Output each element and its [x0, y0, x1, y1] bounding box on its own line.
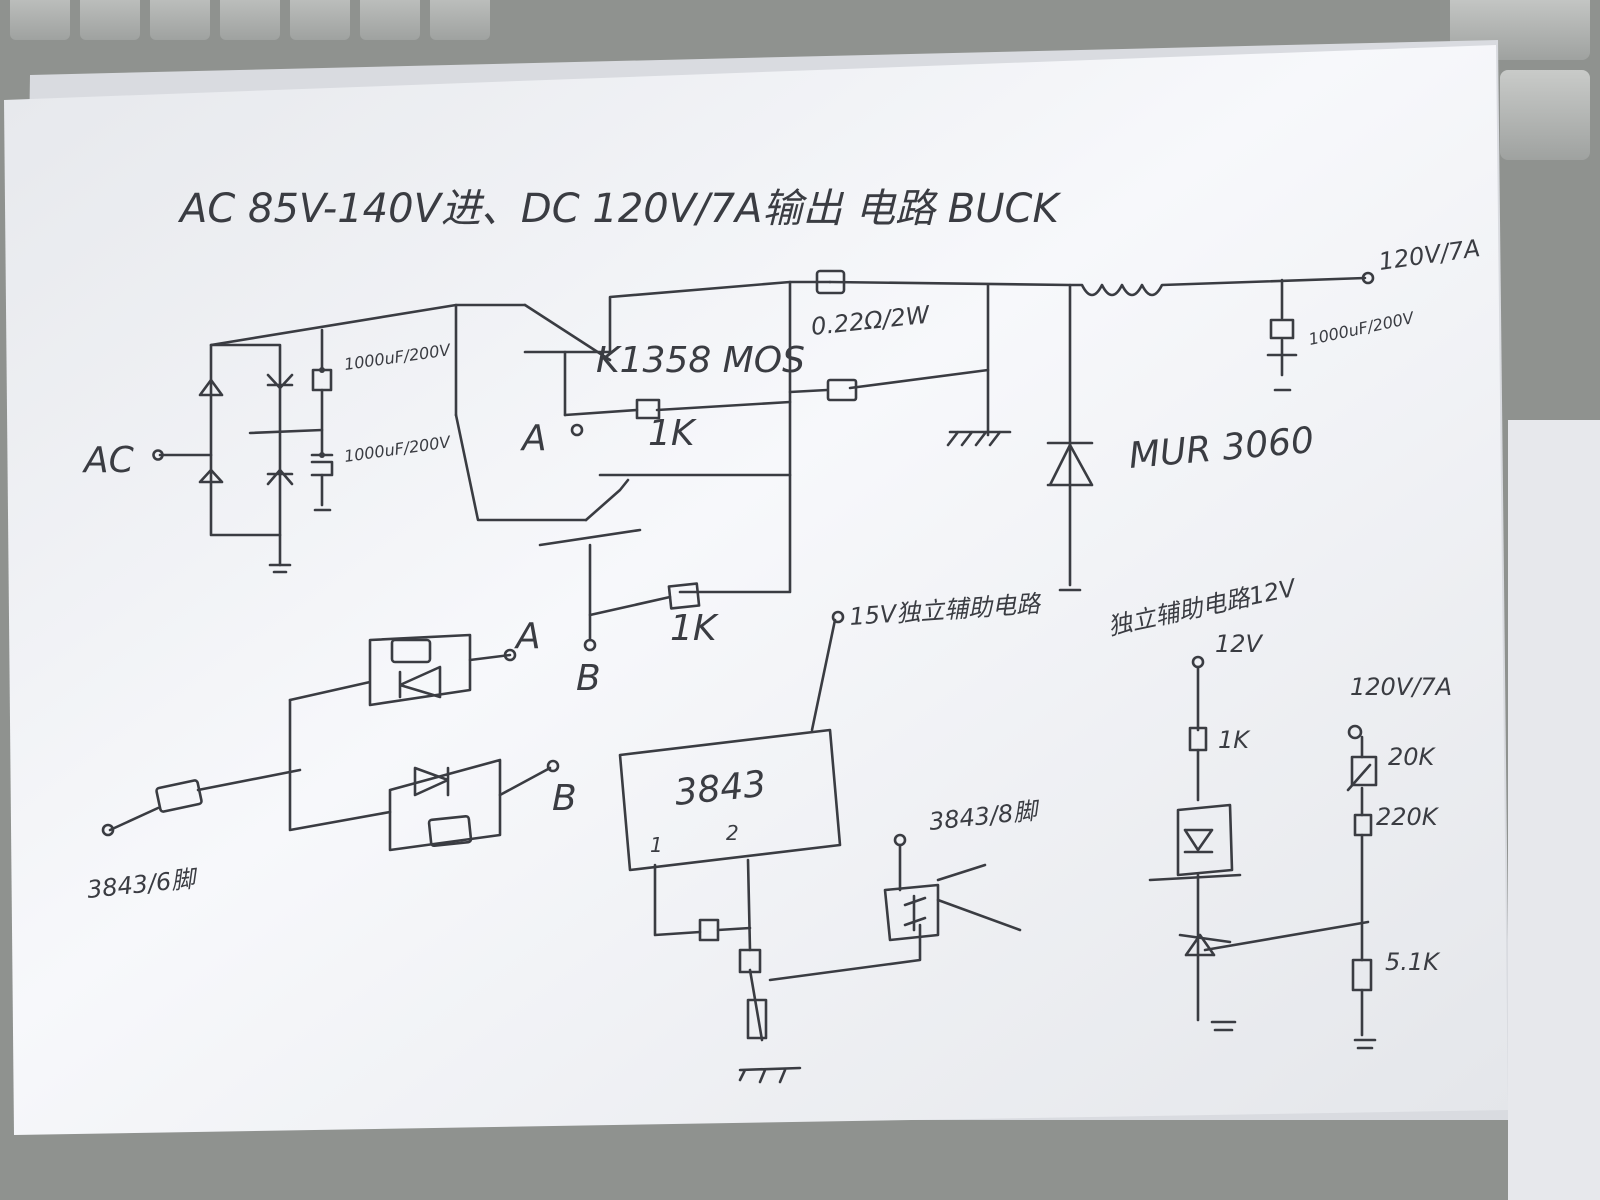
driver-diode-b-icon: [413, 766, 450, 797]
driver-a-label: A: [514, 616, 541, 657]
pot-20k-label: 20K: [1388, 743, 1437, 771]
pot-20k-icon: [1346, 755, 1378, 792]
ic-resistor-icon: [698, 918, 720, 942]
aux12-voltage-label: 12V: [1215, 630, 1264, 658]
output-capacitor-icon: [1266, 318, 1298, 357]
bridge-diode-3-icon: [266, 373, 294, 390]
driver-b-label: B: [552, 778, 577, 819]
resistor-5-1k-label: 5.1K: [1385, 948, 1441, 976]
bridge-diode-2-icon: [198, 468, 224, 484]
feedback-output-label: 120V/7A: [1350, 673, 1452, 701]
resistor-5-1k-icon: [1351, 958, 1373, 992]
terminals: [101, 271, 1375, 847]
bridge-diode-4-icon: [266, 468, 294, 486]
ac-input-label: AC: [82, 440, 135, 481]
sense-resistor-1-icon: [738, 948, 762, 974]
gate-b-resistor-label: 1K: [670, 608, 719, 649]
aux-diode-icon: [1183, 828, 1214, 854]
resistor-220k-label: 220K: [1376, 803, 1440, 831]
keyboard-keys: [10, 0, 1590, 160]
aux-resistor-label: 1K: [1218, 726, 1251, 754]
fuse-icon: [815, 269, 846, 295]
resistor-gate-b-icon: [667, 582, 701, 610]
shunt-resistor-icon: [826, 378, 858, 402]
node-a-label: A: [520, 418, 547, 459]
driver-resistor-b-icon: [427, 814, 473, 848]
bridge-diode-1-icon: [198, 378, 224, 397]
optocoupler-transistor-icon: [903, 894, 927, 932]
freewheel-diode-icon: [1046, 441, 1094, 487]
mos-label: K1358 MOS: [596, 340, 805, 381]
ic-pin2-label: 2: [726, 821, 739, 845]
sense-resistor-2-icon: [746, 998, 768, 1040]
driver-resistor-icon: [155, 779, 203, 813]
feedback-regulator-icon: [1184, 933, 1216, 957]
ic-pin1-label: 1: [650, 833, 663, 857]
gate-a-resistor-label: 1K: [648, 413, 697, 454]
node-b-label: B: [576, 658, 601, 699]
resistor-gate-a-icon: [635, 398, 661, 420]
aux-resistor-1k-icon: [1188, 726, 1208, 752]
driver-resistor-a-icon: [390, 638, 432, 664]
paper-sheet-right: [1508, 420, 1600, 1200]
driver-diode-a-icon: [398, 665, 442, 699]
resistor-220k-icon: [1353, 813, 1373, 837]
ic-label: 3843: [673, 764, 768, 814]
wiring: [108, 276, 1377, 1084]
diagram-title: AC 85V-140V进、DC 120V/7A输出 电路 BUCK: [177, 186, 1061, 232]
